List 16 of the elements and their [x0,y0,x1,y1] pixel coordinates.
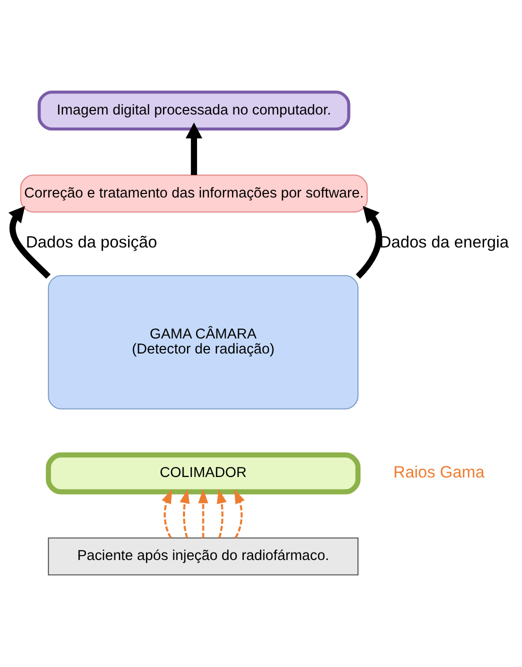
edge-label: Dados da energia [379,234,509,252]
node-box: GAMA CÂMARA (Detector de radiação) [48,275,358,410]
arrow [8,206,51,279]
node-box: Paciente após injeção do radiofármaco. [48,537,358,576]
arrow [198,488,208,538]
arrow [356,206,382,279]
arrow [162,489,172,538]
node-box: Imagem digital processada no computador. [38,90,350,131]
node-box: COLIMADOR [46,452,361,494]
arrow [216,488,227,538]
arrow [234,489,245,538]
node-box: Correção e tratamento das informações por software. [20,174,368,213]
label: Raios Gama [393,463,485,482]
edge-label: Dados da posição [26,234,158,252]
arrow [180,488,190,538]
arrow [186,122,202,175]
